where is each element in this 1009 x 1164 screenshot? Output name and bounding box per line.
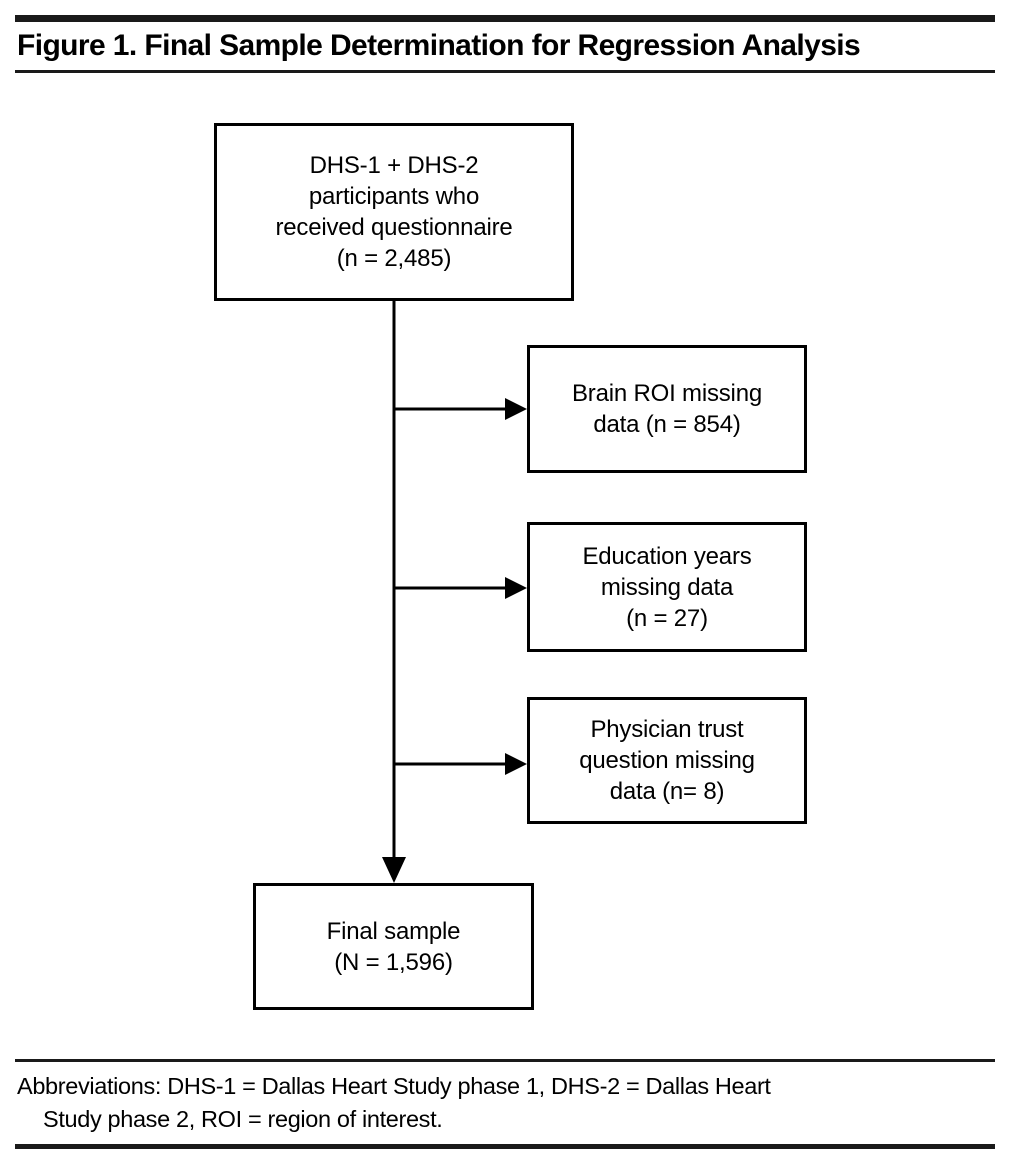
node-exclusion-physician-trust-text: Physician trust question missing data (n… bbox=[573, 714, 761, 807]
arrowhead-education bbox=[505, 577, 527, 599]
title-underline-rule bbox=[15, 70, 995, 73]
figure-title: Figure 1. Final Sample Determination for… bbox=[17, 29, 861, 62]
node-source-population: DHS-1 + DHS-2 participants who received … bbox=[214, 123, 574, 301]
node-source-line-1: DHS-1 + DHS-2 bbox=[309, 152, 479, 179]
node-exclusion-brain-roi-text: Brain ROI missing data (n = 854) bbox=[566, 378, 768, 440]
top-rule bbox=[15, 15, 995, 22]
node-physician-line-2: question missing bbox=[579, 747, 755, 774]
arrowhead-final bbox=[382, 857, 406, 883]
node-education-line-2: missing data bbox=[600, 573, 734, 601]
arrowhead-physician bbox=[505, 753, 527, 775]
node-source-line-4: (n = 2,485) bbox=[336, 245, 452, 272]
node-source-line-3: received questionnaire bbox=[275, 214, 513, 241]
node-brain-roi-line-1: Brain ROI missing bbox=[572, 380, 762, 407]
node-exclusion-physician-trust: Physician trust question missing data (n… bbox=[527, 697, 807, 824]
node-physician-line-1: Physician trust bbox=[590, 716, 744, 743]
node-final-line-1: Final sample bbox=[326, 917, 461, 945]
node-physician-line-3: data (n= 8) bbox=[609, 778, 725, 805]
node-source-line-2: participants who bbox=[308, 183, 480, 210]
node-exclusion-education-years-text: Education years missing data (n = 27) bbox=[576, 541, 757, 634]
node-brain-roi-line-2: data (n = 854) bbox=[593, 411, 741, 438]
node-final-sample: Final sample (N = 1,596) bbox=[253, 883, 534, 1010]
node-education-line-1: Education years bbox=[582, 542, 752, 570]
footnote-top-rule bbox=[15, 1059, 995, 1062]
bottom-rule bbox=[15, 1144, 995, 1149]
arrowhead-brain-roi bbox=[505, 398, 527, 420]
node-source-population-text: DHS-1 + DHS-2 participants who received … bbox=[269, 150, 518, 274]
node-final-line-2: (N = 1,596) bbox=[334, 948, 453, 976]
node-final-sample-text: Final sample (N = 1,596) bbox=[321, 916, 467, 978]
node-exclusion-education-years: Education years missing data (n = 27) bbox=[527, 522, 807, 652]
figure-footnote: Abbreviations: DHS-1 = Dallas Heart Stud… bbox=[17, 1070, 977, 1136]
footnote-line-2: Study phase 2, ROI = region of interest. bbox=[43, 1106, 443, 1132]
node-exclusion-brain-roi: Brain ROI missing data (n = 854) bbox=[527, 345, 807, 473]
footnote-line-1: Abbreviations: DHS-1 = Dallas Heart Stud… bbox=[17, 1073, 771, 1099]
node-education-line-3: (n = 27) bbox=[626, 604, 708, 632]
